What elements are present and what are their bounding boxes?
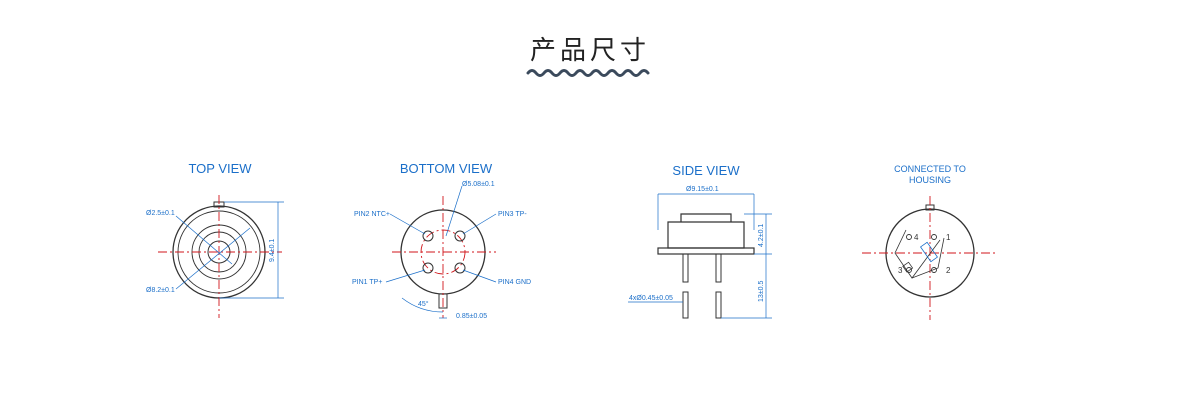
pin3-hole (454, 230, 466, 242)
bottom-view-title: BOTTOM VIEW (400, 161, 493, 176)
leader-large (175, 227, 251, 290)
schematic-pin4 (906, 234, 912, 240)
cap-body (667, 221, 745, 249)
label-pin2: PIN2 NTC+ (354, 211, 390, 218)
angle-arc (401, 297, 444, 313)
pin-circle (420, 229, 466, 275)
label-pin1: PIN1 TP+ (352, 279, 382, 286)
dim-side-diameter: Ø9.15±0.1 (686, 186, 719, 193)
schematic-view: CONNECTED TO HOUSING 1 2 3 4 (862, 164, 996, 320)
dim-pins: 4xØ0.45±0.05 (629, 295, 673, 302)
dim-large-diameter: Ø8.2±0.1 (146, 287, 175, 294)
schematic-title-line2: HOUSING (909, 175, 951, 185)
schematic-label-3: 3 (898, 266, 903, 275)
cap-top (680, 213, 732, 222)
leader-pin4 (462, 269, 497, 283)
leader-pin3 (462, 213, 497, 235)
schematic-label-1: 1 (946, 233, 951, 242)
label-pin4: PIN4 GND (498, 279, 531, 286)
side-view-title: SIDE VIEW (672, 163, 740, 178)
lead-right-upper (715, 253, 722, 283)
thermopile-element (920, 241, 938, 263)
lead-left-lower (682, 291, 689, 319)
pin4-hole (454, 262, 466, 274)
lead-right-lower (715, 291, 722, 319)
side-view: SIDE VIEW Ø9.15±0.1 4.2±0.1 13±0.5 4xØ0.… (628, 163, 772, 319)
page-title: 产品尺寸 (529, 36, 650, 66)
lead-left-upper (682, 253, 689, 283)
pin2-hole (422, 230, 434, 242)
schematic-label-2: 2 (946, 266, 951, 275)
cap-flange (657, 247, 755, 255)
dim-body-height: 4.2±0.1 (758, 224, 765, 247)
schematic-pin1 (931, 234, 937, 240)
dim-angle: 45° (418, 300, 429, 308)
top-view-title: TOP VIEW (188, 161, 252, 176)
label-pin3: PIN3 TP- (498, 211, 527, 218)
schematic-pin3 (906, 267, 912, 273)
schematic-label-4: 4 (914, 233, 919, 242)
schematic-title-line1: CONNECTED TO (894, 164, 966, 174)
ntc-element (902, 261, 914, 273)
title-underline-wave (526, 69, 650, 77)
schematic-pin2 (931, 267, 937, 273)
top-view: TOP VIEW Ø2.5±0.1 Ø8.2±0.1 9.4±0.1 (146, 161, 284, 318)
leader-pcd (445, 185, 463, 237)
dim-tab: 0.85±0.05 (456, 313, 487, 320)
leader-pin1 (385, 269, 426, 283)
bottom-view: BOTTOM VIEW PIN2 NTC+ PIN3 TP- PIN1 TP+ … (352, 161, 531, 320)
leader-small (175, 215, 233, 265)
dim-pcd: Ø5.08±0.1 (462, 181, 495, 188)
dim-lead-length: 13±0.5 (758, 281, 765, 302)
dim-height: 9.4±0.1 (269, 239, 276, 262)
dim-small-diameter: Ø2.5±0.1 (146, 210, 175, 217)
schematic-wiring-2 (911, 237, 945, 279)
leader-pin2 (389, 213, 426, 235)
pin1-hole (422, 262, 434, 274)
